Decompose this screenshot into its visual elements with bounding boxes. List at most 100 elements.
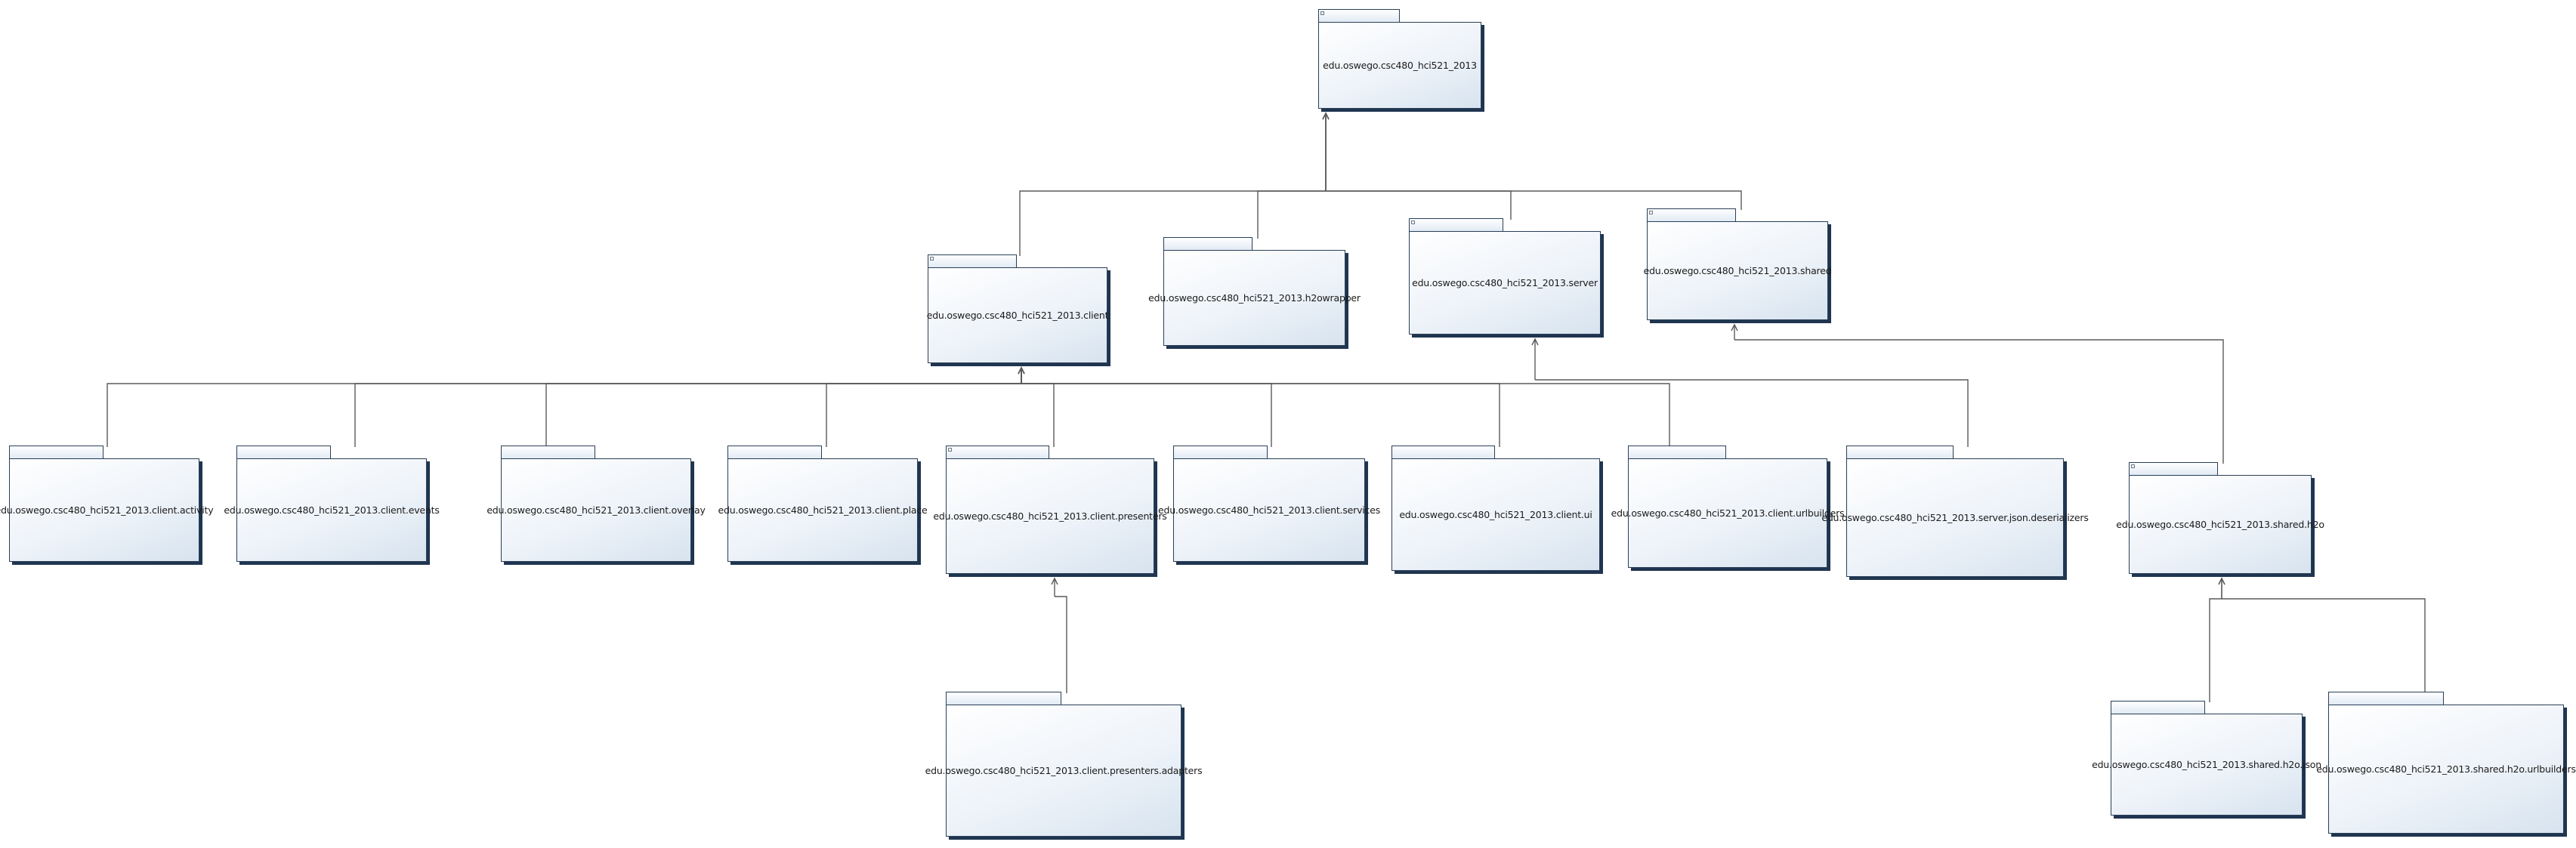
dependency-line: [2209, 598, 2222, 702]
package-body: edu.oswego.csc480_hci521_2013.client.url…: [1611, 458, 1845, 568]
package-tab: [727, 446, 822, 459]
package-label: edu.oswego.csc480_hci521_2013.client.act…: [0, 504, 214, 516]
package-client[interactable]: edu.oswego.csc480_hci521_2013.client: [926, 254, 1110, 366]
dependency-line: [2222, 598, 2426, 693]
package-place[interactable]: edu.oswego.csc480_hci521_2013.client.pla…: [718, 446, 928, 565]
package-body: edu.oswego.csc480_hci521_2013.client.pre…: [925, 705, 1203, 837]
package-body: edu.oswego.csc480_hci521_2013.client.pre…: [933, 458, 1167, 574]
package-tab: [9, 446, 103, 459]
package-h2o[interactable]: edu.oswego.csc480_hci521_2013.shared.h2o: [2116, 462, 2324, 577]
package-h2ojson[interactable]: edu.oswego.csc480_hci521_2013.shared.h2o…: [2092, 701, 2321, 819]
package-tab: [2129, 462, 2218, 476]
dependency-line: [1021, 383, 1500, 447]
dependency-line: [354, 383, 1021, 447]
package-tab: [1391, 446, 1495, 459]
package-tab: [1318, 9, 1400, 23]
dependency-arrowhead: [1051, 577, 1058, 585]
dependency-line: [1021, 383, 1055, 447]
package-label: edu.oswego.csc480_hci521_2013.client.pre…: [933, 510, 1167, 522]
package-tab: [1846, 446, 1954, 459]
package-label: edu.oswego.csc480_hci521_2013.client: [926, 310, 1109, 321]
package-label: edu.oswego.csc480_hci521_2013.client.ove…: [486, 504, 706, 516]
package-tab: [1173, 446, 1268, 459]
dependency-line: [1055, 596, 1067, 693]
dependency-line: [1257, 190, 1326, 239]
package-marker-icon: [1649, 211, 1653, 214]
package-h2owrapper[interactable]: edu.oswego.csc480_hci521_2013.h2owrapper: [1148, 237, 1361, 349]
package-body: edu.oswego.csc480_hci521_2013.h2owrapper: [1148, 250, 1361, 346]
package-deserializers[interactable]: edu.oswego.csc480_hci521_2013.server.jso…: [1821, 446, 2089, 580]
package-tab: [1409, 218, 1503, 232]
package-body: edu.oswego.csc480_hci521_2013.server: [1409, 231, 1601, 335]
package-body: edu.oswego.csc480_hci521_2013.shared.h2o…: [2092, 714, 2321, 816]
dependency-line: [545, 383, 1021, 447]
package-body: edu.oswego.csc480_hci521_2013.client.ove…: [486, 458, 706, 562]
package-label: edu.oswego.csc480_hci521_2013.shared: [1643, 265, 1832, 276]
package-body: edu.oswego.csc480_hci521_2013.server.jso…: [1821, 458, 2089, 577]
package-tab: [2111, 701, 2205, 714]
package-label: edu.oswego.csc480_hci521_2013.client.pla…: [718, 504, 928, 516]
package-server[interactable]: edu.oswego.csc480_hci521_2013.server: [1409, 218, 1604, 338]
package-body: edu.oswego.csc480_hci521_2013.client.ui: [1391, 458, 1600, 571]
package-body: edu.oswego.csc480_hci521_2013.client.eve…: [224, 458, 440, 562]
package-h2ourlbuilders[interactable]: edu.oswego.csc480_hci521_2013.shared.h2o…: [2316, 692, 2576, 837]
package-overlay[interactable]: edu.oswego.csc480_hci521_2013.client.ove…: [486, 446, 706, 565]
dependency-line: [1019, 190, 1326, 256]
package-root[interactable]: edu.oswego.csc480_hci521_2013: [1318, 9, 1484, 112]
package-activity[interactable]: edu.oswego.csc480_hci521_2013.client.act…: [0, 446, 214, 565]
dependency-arrowhead: [1731, 323, 1738, 331]
package-events[interactable]: edu.oswego.csc480_hci521_2013.client.eve…: [224, 446, 440, 565]
dependency-line: [1326, 190, 1512, 220]
package-tab: [2328, 692, 2444, 705]
package-label: edu.oswego.csc480_hci521_2013.client.eve…: [224, 504, 440, 516]
package-adapters[interactable]: edu.oswego.csc480_hci521_2013.client.pre…: [925, 692, 1203, 840]
package-label: edu.oswego.csc480_hci521_2013.shared.h2o…: [2092, 759, 2321, 770]
package-body: edu.oswego.csc480_hci521_2013.client.ser…: [1158, 458, 1380, 562]
package-marker-icon: [1411, 220, 1415, 224]
dependency-line: [107, 383, 1021, 447]
package-marker-icon: [1320, 11, 1324, 15]
package-label: edu.oswego.csc480_hci521_2013: [1323, 60, 1477, 71]
dependency-line: [1326, 190, 1742, 210]
package-tab: [501, 446, 595, 459]
package-tab: [1628, 446, 1726, 459]
package-ui[interactable]: edu.oswego.csc480_hci521_2013.client.ui: [1391, 446, 1603, 574]
package-body: edu.oswego.csc480_hci521_2013.client: [926, 267, 1109, 363]
package-presenters[interactable]: edu.oswego.csc480_hci521_2013.client.pre…: [933, 446, 1167, 577]
package-tab: [236, 446, 331, 459]
package-label: edu.oswego.csc480_hci521_2013.server.jso…: [1821, 512, 2089, 523]
package-marker-icon: [948, 448, 952, 452]
dependency-line: [1021, 383, 1272, 447]
package-body: edu.oswego.csc480_hci521_2013.shared.h2o: [2116, 475, 2324, 574]
package-urlbuilders[interactable]: edu.oswego.csc480_hci521_2013.client.url…: [1611, 446, 1845, 571]
package-label: edu.oswego.csc480_hci521_2013.shared.h2o: [2116, 519, 2324, 530]
package-marker-icon: [2131, 464, 2135, 468]
package-tab: [928, 254, 1017, 268]
package-body: edu.oswego.csc480_hci521_2013.shared.h2o…: [2316, 705, 2576, 834]
package-label: edu.oswego.csc480_hci521_2013.h2owrapper: [1148, 292, 1361, 304]
dependency-line: [1535, 379, 1969, 447]
dependency-arrowhead: [1531, 338, 1539, 346]
dependency-line: [1734, 339, 2224, 464]
dependency-arrowhead: [1018, 366, 1025, 375]
package-shared[interactable]: edu.oswego.csc480_hci521_2013.shared: [1644, 208, 1832, 323]
dependency-arrowhead: [1322, 112, 1330, 120]
package-marker-icon: [930, 257, 934, 261]
package-tab: [946, 692, 1061, 705]
package-services[interactable]: edu.oswego.csc480_hci521_2013.client.ser…: [1158, 446, 1380, 565]
package-label: edu.oswego.csc480_hci521_2013.client.ui: [1399, 509, 1592, 520]
dependency-line: [1021, 383, 1670, 447]
dependency-arrowhead: [2218, 577, 2225, 585]
package-body: edu.oswego.csc480_hci521_2013.client.act…: [0, 458, 214, 562]
package-body: edu.oswego.csc480_hci521_2013: [1318, 22, 1481, 109]
package-tab: [1647, 208, 1736, 222]
dependency-line: [826, 383, 1021, 447]
package-body: edu.oswego.csc480_hci521_2013.shared: [1644, 221, 1832, 320]
package-body: edu.oswego.csc480_hci521_2013.client.pla…: [718, 458, 928, 562]
package-label: edu.oswego.csc480_hci521_2013.server: [1412, 277, 1598, 288]
package-label: edu.oswego.csc480_hci521_2013.shared.h2o…: [2316, 763, 2576, 775]
package-label: edu.oswego.csc480_hci521_2013.client.ser…: [1157, 504, 1381, 516]
package-tab: [1163, 237, 1252, 251]
